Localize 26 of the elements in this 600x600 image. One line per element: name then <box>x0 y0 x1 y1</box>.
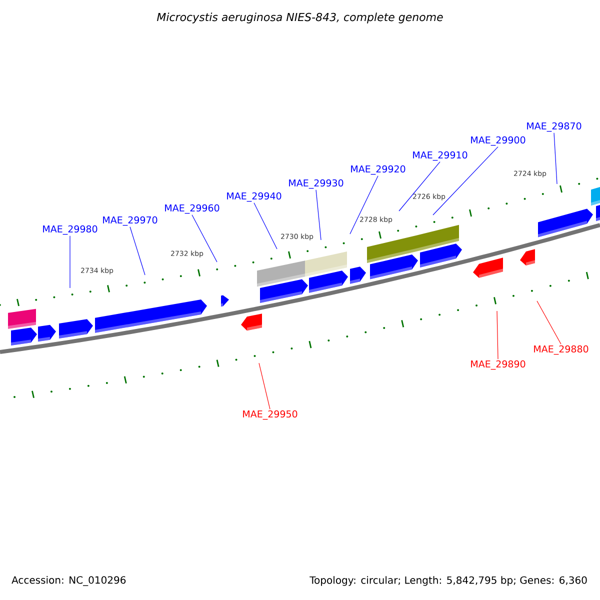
leader-line <box>554 132 558 184</box>
leader-line <box>432 146 498 216</box>
title: Microcystis aeruginosa NIES-843, complete genome <box>157 12 443 24</box>
gene-label: MAE_29970 <box>103 216 158 226</box>
gene-label: MAE_29910 <box>413 151 468 161</box>
gene-label: MAE_29900 <box>471 136 526 146</box>
footer-text: Accession: NC_010296 <box>12 576 126 586</box>
leader-line <box>192 214 218 262</box>
gene-label: MAE_29920 <box>351 165 406 175</box>
leader-line <box>496 310 498 360</box>
leader-line <box>398 162 440 212</box>
gene-label: MAE_29940 <box>227 192 282 202</box>
gene-label: MAE_29950 <box>243 410 298 420</box>
leader-line <box>258 362 270 410</box>
leader-line <box>350 176 378 234</box>
gene-label: MAE_29890 <box>471 360 526 370</box>
leader-line <box>254 202 278 250</box>
gene-label: MAE_29980 <box>43 225 98 235</box>
leader-line <box>130 226 146 276</box>
gene-label: MAE_29870 <box>527 122 582 132</box>
gene-label: MAE_29880 <box>534 345 588 355</box>
gene-label: MAE_29930 <box>289 179 344 189</box>
gene-label: MAE_29960 <box>165 204 220 214</box>
footer-text: Topology: circular; Length: 5,842,795 bp; Genes: 6,360 <box>310 576 587 586</box>
leader-line <box>316 190 322 240</box>
leader-line <box>536 300 562 344</box>
